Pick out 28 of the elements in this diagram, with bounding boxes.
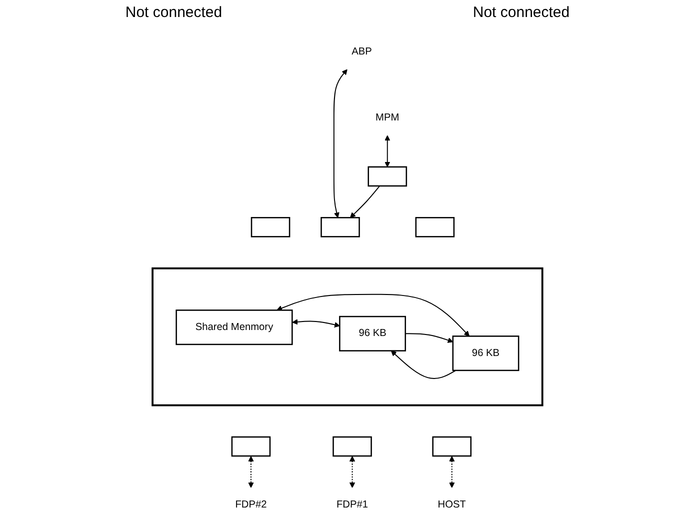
cluster bbox=[152, 267, 544, 406]
node-text: FDP#1 bbox=[336, 499, 368, 510]
node-box: 96 KB bbox=[452, 336, 520, 372]
arrow bbox=[384, 135, 390, 168]
node-box bbox=[368, 166, 408, 187]
arrow bbox=[404, 333, 454, 343]
arrow bbox=[292, 319, 340, 328]
node-box: Shared Menmory bbox=[176, 310, 293, 346]
node-text: ABP bbox=[352, 46, 372, 58]
arrow bbox=[449, 456, 455, 488]
node-box bbox=[231, 436, 271, 457]
node-text: FDP#2 bbox=[235, 499, 267, 510]
arrow bbox=[276, 294, 470, 336]
node-text: HOST bbox=[438, 499, 466, 510]
node-box: 96 KB bbox=[339, 316, 406, 352]
arrow bbox=[248, 456, 254, 488]
arrow bbox=[334, 69, 348, 218]
arrow bbox=[350, 456, 356, 488]
arrow bbox=[390, 350, 456, 379]
node-box bbox=[250, 217, 290, 238]
note-text: Not connected bbox=[472, 4, 570, 23]
node-box bbox=[415, 217, 455, 238]
node-box bbox=[332, 436, 372, 457]
arrow bbox=[350, 185, 380, 218]
note-text: Not connected bbox=[125, 4, 222, 23]
node-text: MPM bbox=[376, 112, 400, 124]
node-box bbox=[320, 217, 360, 238]
node-box bbox=[432, 436, 472, 457]
